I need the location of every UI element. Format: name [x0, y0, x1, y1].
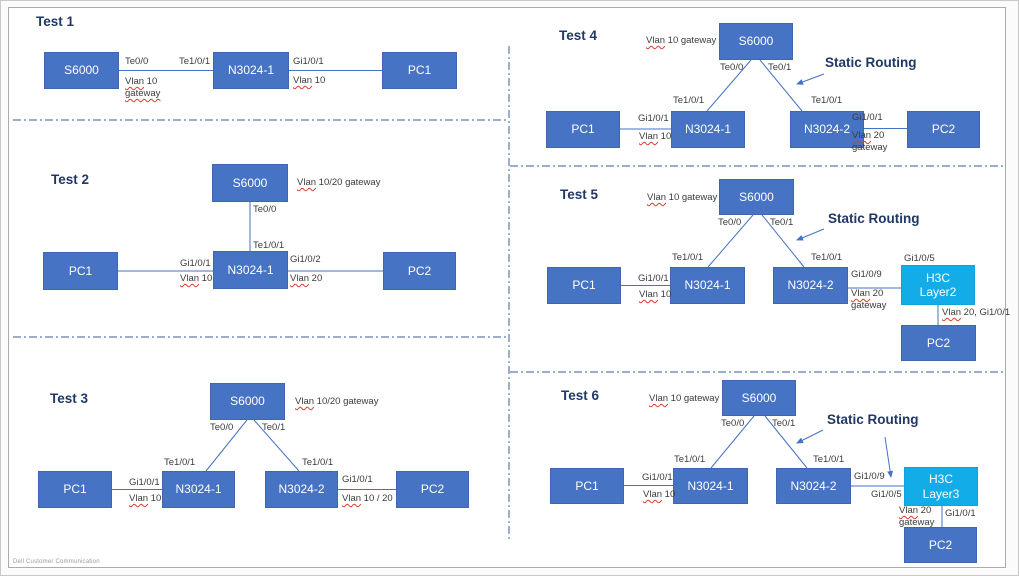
footer-classification: Dell Customer Communication: [13, 559, 100, 565]
slide-frame: [8, 7, 1006, 568]
